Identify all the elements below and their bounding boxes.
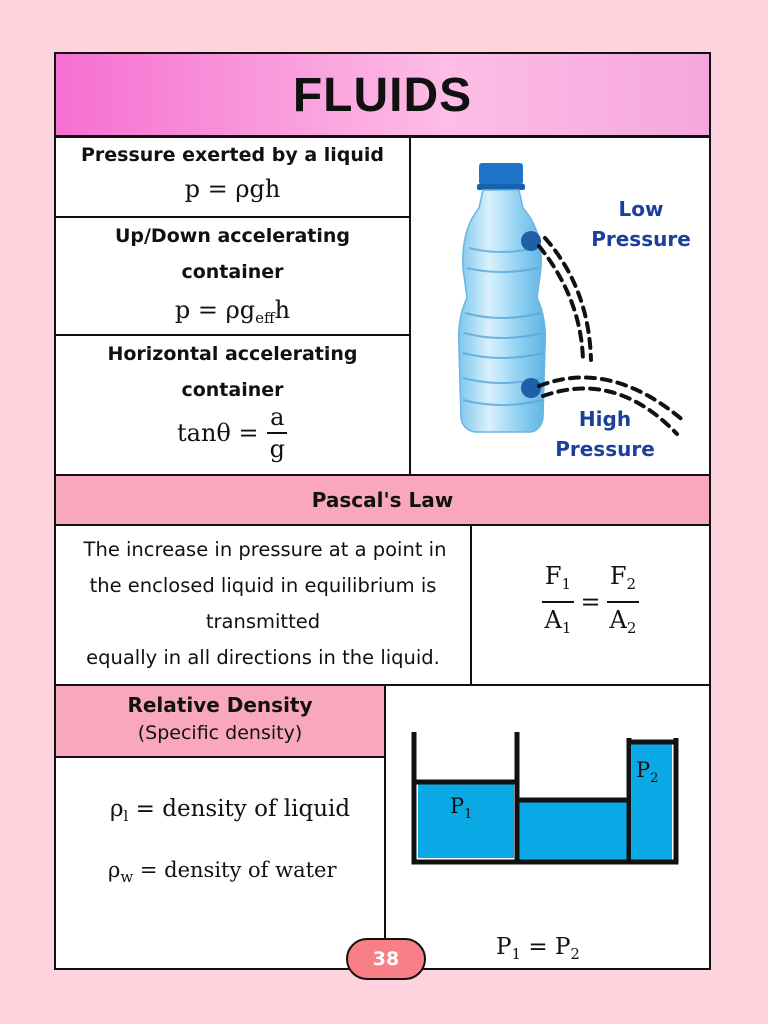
relative-density-body: ρl = density of liquid ρw = density of w… <box>56 758 386 968</box>
horizontal-accel-heading-2: container <box>181 379 284 401</box>
pascal-heading: Pascal's Law <box>311 488 454 512</box>
rho-liquid-formula: ρl = density of liquid <box>110 796 351 825</box>
title-bar: FLUIDS <box>56 54 709 138</box>
pascal-text-cell: The increase in pressure at a point in t… <box>56 526 472 686</box>
vertical-accel-heading-1: Up/Down accelerating <box>114 225 351 247</box>
pascal-line-1: The increase in pressure at a point in <box>83 538 447 561</box>
vessel-figure: P1 P2 P1 = P2 <box>386 686 709 968</box>
bottle-illustration: Low Pressure High Pressure <box>457 163 691 461</box>
fluids-card: FLUIDS Pressure exerted by a liquid p = … <box>54 52 711 970</box>
water-jets <box>537 236 687 436</box>
pressure-equality-formula: P1 = P2 <box>496 934 580 963</box>
bottle-figure: Low Pressure High Pressure <box>411 138 709 476</box>
high-label-1: High <box>579 407 631 431</box>
horizontal-accel-cell: Horizontal accelerating container tanθ =… <box>56 336 411 476</box>
pascal-line-2: the enclosed liquid in equilibrium is <box>89 574 437 597</box>
liquid-pressure-cell: Pressure exerted by a liquid p = ρgh <box>56 138 411 218</box>
relative-density-header: Relative Density (Specific density) <box>56 686 386 758</box>
pascal-line-4: equally in all directions in the liquid. <box>86 646 440 669</box>
relative-density-subheading: (Specific density) <box>137 722 303 744</box>
vertical-accel-heading-2: container <box>181 261 284 283</box>
liquid-pressure-heading: Pressure exerted by a liquid <box>80 144 385 166</box>
page-number: 38 <box>372 948 400 970</box>
liquid-pressure-formula: p = ρgh <box>184 175 281 203</box>
relative-density-heading: Relative Density <box>127 693 313 717</box>
page-number-badge: 38 <box>346 938 426 980</box>
p2-label: P2 <box>636 758 659 786</box>
rho-water-formula: ρw = density of water <box>108 858 337 886</box>
horizontal-accel-heading-1: Horizontal accelerating <box>107 343 358 365</box>
bottle-cap-icon <box>479 163 523 185</box>
vertical-accel-cell: Up/Down accelerating container p = ρgeff… <box>56 218 411 336</box>
p1-label: P1 <box>450 794 473 822</box>
page-title: FLUIDS <box>292 69 473 122</box>
pascal-line-3: transmitted <box>205 610 321 633</box>
pascal-header: Pascal's Law <box>56 476 709 526</box>
high-label-2: Pressure <box>555 437 655 461</box>
lower-hole-icon <box>521 378 541 398</box>
vertical-accel-formula: p = ρgeffh <box>174 296 291 327</box>
connected-vessels-icon <box>411 732 679 865</box>
upper-hole-icon <box>521 231 541 251</box>
low-label-1: Low <box>619 197 664 221</box>
low-label-2: Pressure <box>591 227 691 251</box>
